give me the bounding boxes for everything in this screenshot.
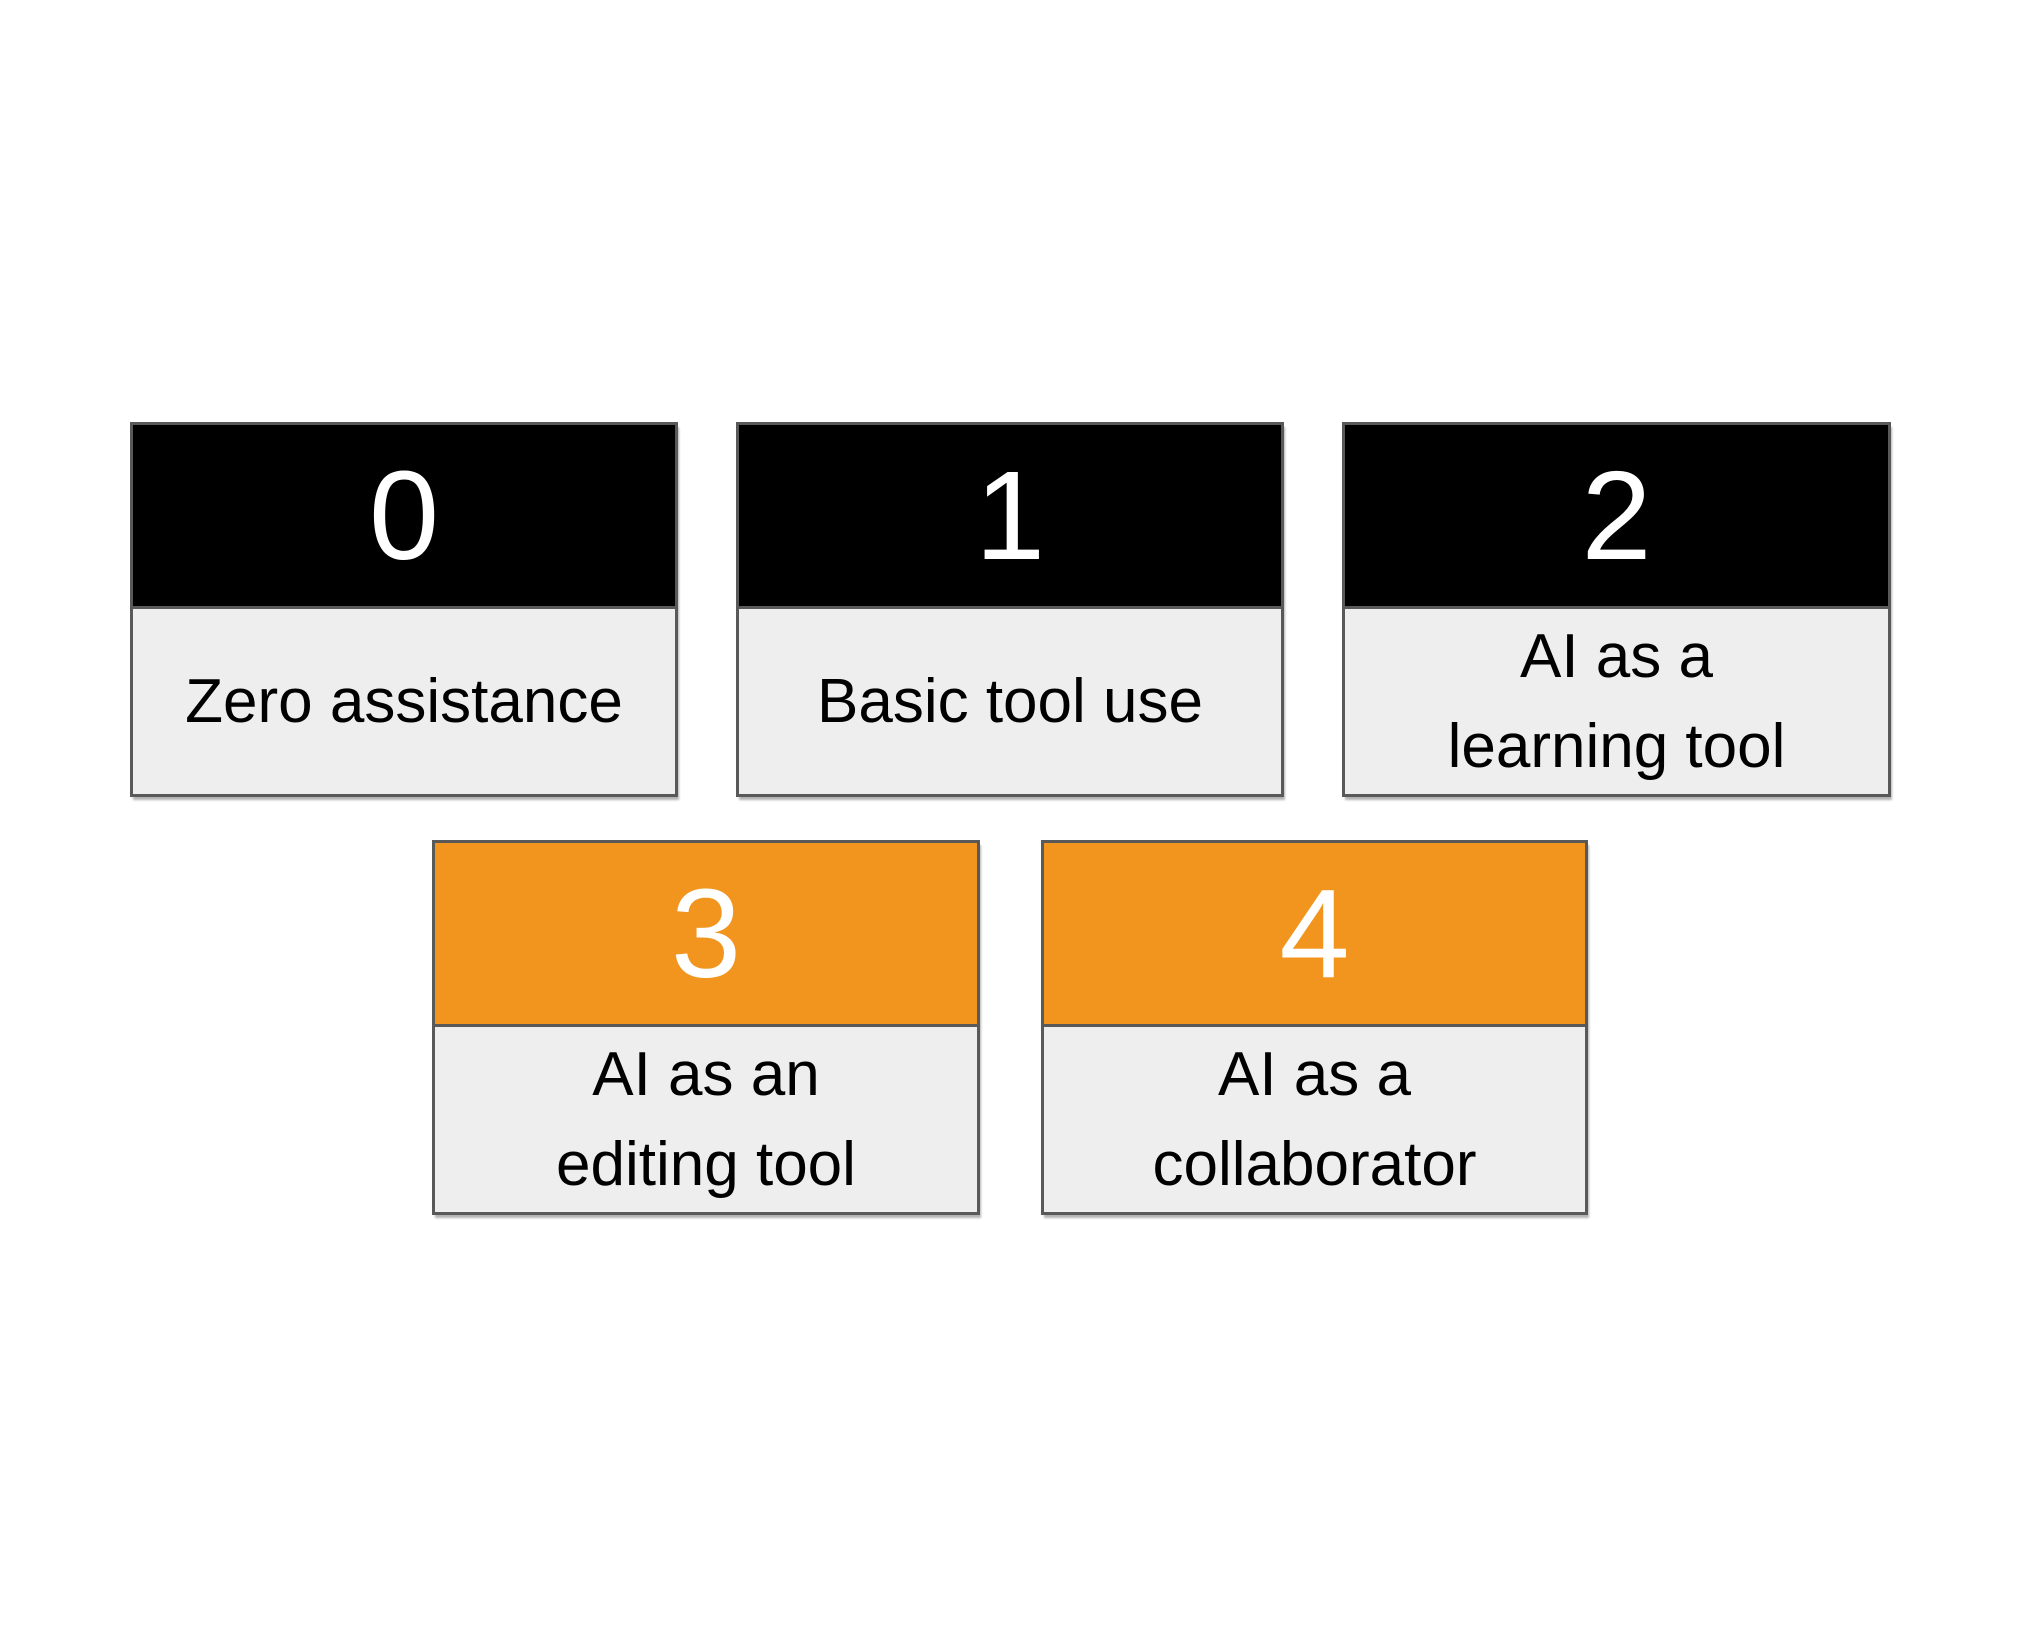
level-card-4-body: AI as a collaborator — [1044, 1027, 1585, 1212]
level-card-2-body: AI as a learning tool — [1345, 609, 1888, 794]
level-card-3: 3 AI as an editing tool — [432, 840, 980, 1215]
level-card-3-number: 3 — [670, 862, 742, 1004]
level-card-1: 1 Basic tool use — [736, 422, 1284, 797]
level-card-2-number: 2 — [1581, 444, 1652, 586]
level-card-0-number: 0 — [368, 444, 440, 586]
level-card-3-body: AI as an editing tool — [435, 1027, 977, 1212]
level-card-1-header: 1 — [739, 425, 1281, 609]
level-card-4-label: AI as a collaborator — [1152, 1039, 1477, 1199]
level-card-3-label: AI as an editing tool — [556, 1039, 856, 1199]
level-card-0-label: Zero assistance — [185, 666, 623, 736]
level-card-3-header: 3 — [435, 843, 977, 1027]
level-card-2-header: 2 — [1345, 425, 1888, 609]
level-card-4: 4 AI as a collaborator — [1041, 840, 1588, 1215]
level-card-2: 2 AI as a learning tool — [1342, 422, 1891, 797]
level-card-0-header: 0 — [133, 425, 675, 609]
level-card-0-body: Zero assistance — [133, 609, 675, 794]
level-card-1-body: Basic tool use — [739, 609, 1281, 794]
level-card-4-header: 4 — [1044, 843, 1585, 1027]
level-card-4-number: 4 — [1279, 862, 1350, 1004]
level-card-1-label: Basic tool use — [817, 666, 1203, 736]
level-card-1-number: 1 — [974, 444, 1046, 586]
level-card-2-label: AI as a learning tool — [1447, 621, 1786, 781]
level-card-0: 0 Zero assistance — [130, 422, 678, 797]
